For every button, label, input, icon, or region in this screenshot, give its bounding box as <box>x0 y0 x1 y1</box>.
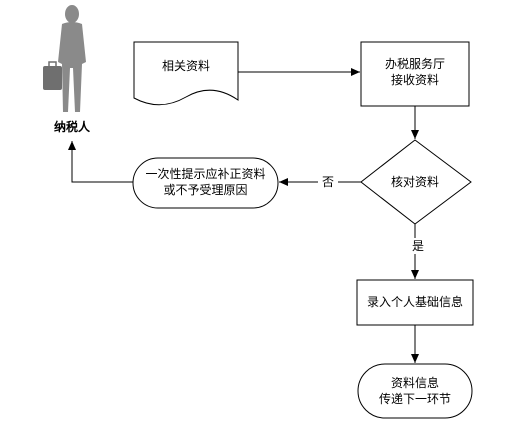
edge-reject-to-person <box>68 141 133 183</box>
person-icon <box>43 5 86 112</box>
hall-node-shape <box>360 41 470 107</box>
entry-node-label: 录入个人基础信息 <box>366 295 463 309</box>
hall-node-line1: 办税服务厅 <box>384 57 445 71</box>
end-node: 资料信息 传递下一环节 <box>358 375 472 407</box>
reject-node-line2: 或不予受理原因 <box>163 183 248 197</box>
documents-node-label: 相关资料 <box>161 59 210 73</box>
entry-node-shape <box>356 279 474 326</box>
edge-yes-label: 是 <box>408 238 428 254</box>
documents-node-shape <box>133 41 239 106</box>
end-node-line2: 传递下一环节 <box>378 392 451 406</box>
reject-node: 一次性提示应补正资料 或不予受理原因 <box>133 166 278 198</box>
person-label: 纳税人 <box>53 120 90 134</box>
end-node-shape <box>357 363 473 419</box>
check-node-label: 核对资料 <box>390 175 439 189</box>
reject-node-line1: 一次性提示应补正资料 <box>145 167 266 181</box>
reject-node-shape <box>132 157 279 209</box>
end-node-line1: 资料信息 <box>390 376 439 390</box>
edge-no-label: 否 <box>318 174 338 190</box>
hall-node: 办税服务厅 接收资料 <box>361 56 469 88</box>
hall-node-line2: 接收资料 <box>390 73 439 87</box>
